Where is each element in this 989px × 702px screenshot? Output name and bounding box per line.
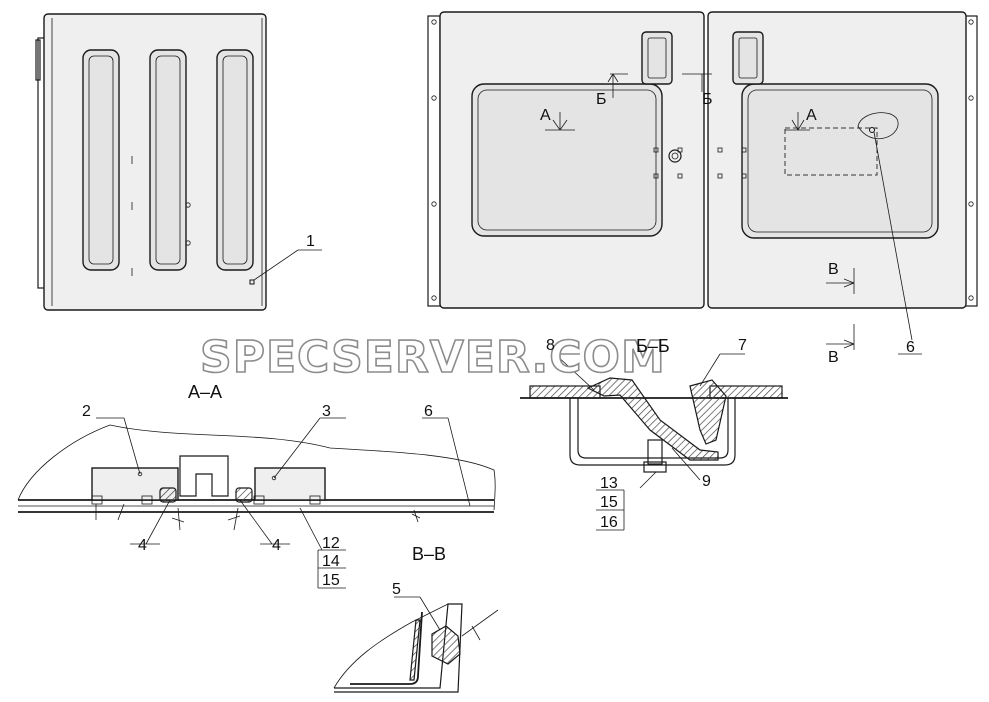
callout-5: 5 <box>392 581 401 598</box>
callout-1: 1 <box>306 233 315 250</box>
vent-slot <box>82 49 120 271</box>
callout-stack-aa-1: 12 <box>322 535 340 552</box>
marker-b-left: Б <box>596 91 607 108</box>
handle-left <box>641 31 673 85</box>
callout-stack-bb-2: 15 <box>600 494 618 511</box>
callout-stack-aa-3: 15 <box>322 572 340 589</box>
section-aa-title: А–А <box>188 382 222 402</box>
callout-7: 7 <box>738 337 747 354</box>
marker-v-top: В <box>828 261 839 278</box>
callout-4-left: 4 <box>138 537 147 554</box>
vent-slot <box>216 49 254 271</box>
callout-3: 3 <box>322 403 331 420</box>
callout-9: 9 <box>702 473 711 490</box>
marker-a-right: А <box>806 107 817 124</box>
callout-stack-aa-2: 14 <box>322 553 340 570</box>
callout-2: 2 <box>82 403 91 420</box>
section-aa <box>17 417 496 589</box>
callout-4-right: 4 <box>272 537 281 554</box>
section-bb <box>520 353 788 531</box>
front-view <box>427 11 978 355</box>
callout-6-section: 6 <box>424 403 433 420</box>
marker-v-bottom: В <box>828 349 839 366</box>
part-1-marker <box>249 279 255 285</box>
vent-slot <box>149 49 187 271</box>
lock-icon <box>668 149 682 163</box>
watermark: SPECSERVER.COM <box>200 332 666 383</box>
left-window <box>471 83 663 237</box>
side-view <box>35 13 322 311</box>
callout-6-front: 6 <box>906 339 915 356</box>
marker-b-right: Б <box>702 91 713 108</box>
callout-stack-bb-3: 16 <box>600 514 618 531</box>
callout-stack-bb-1: 13 <box>600 475 618 492</box>
section-bb-title: Б–Б <box>636 336 670 356</box>
hidden-outline <box>784 127 878 176</box>
marker-a-left: А <box>540 107 551 124</box>
section-vv <box>333 596 499 693</box>
section-vv-title: В–В <box>412 544 446 564</box>
right-window <box>741 83 939 239</box>
handle-right <box>732 31 764 85</box>
part-3-block <box>254 467 326 501</box>
callout-8: 8 <box>546 337 555 354</box>
